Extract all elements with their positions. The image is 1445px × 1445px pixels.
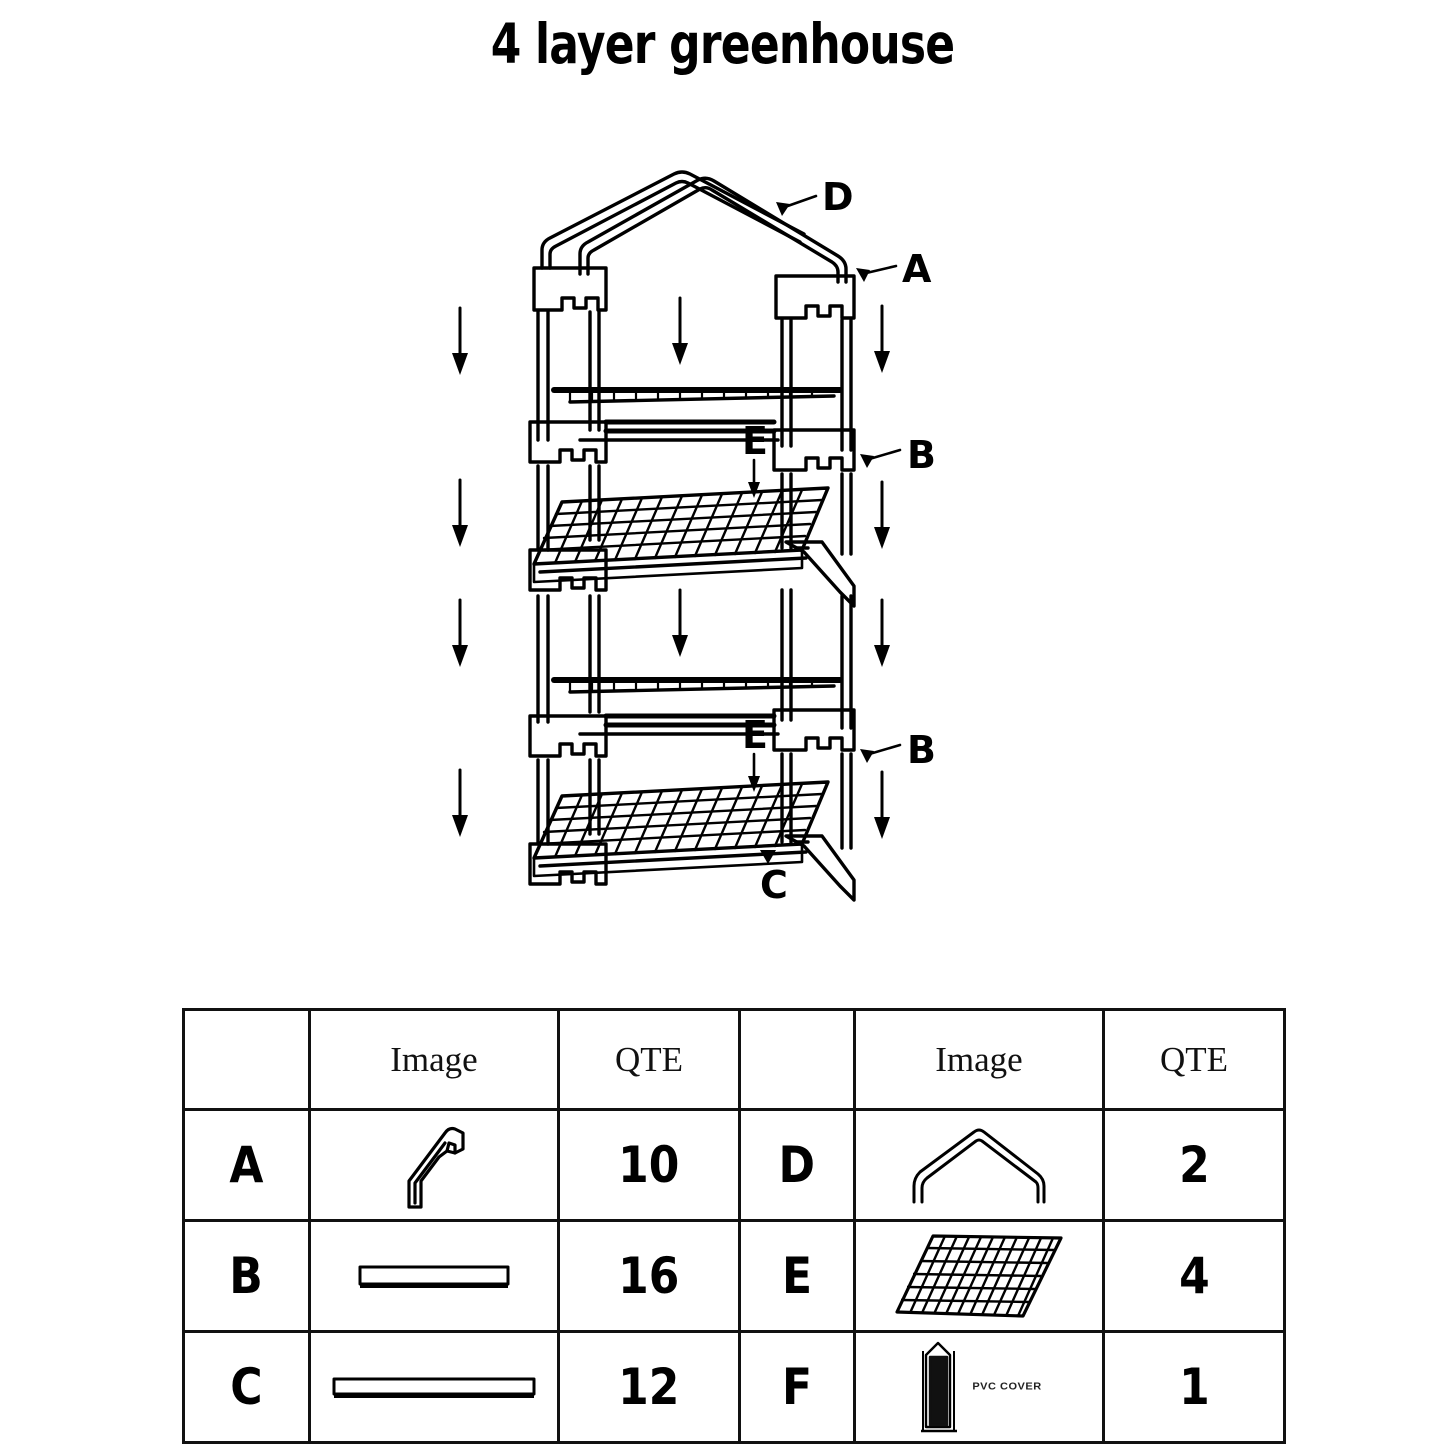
leader-b-lower xyxy=(860,743,902,763)
tier3-bottom-frame xyxy=(528,708,856,758)
callout-label-e-upper: E xyxy=(742,419,768,463)
corner-connector-top-left xyxy=(532,266,608,312)
part-key-e: E xyxy=(738,1219,856,1333)
part-key-c: C xyxy=(182,1330,311,1444)
tier3-posts xyxy=(536,588,853,730)
callout-label-d: D xyxy=(822,175,854,219)
arrow-left-2 xyxy=(452,478,468,547)
base-rail-group xyxy=(528,834,856,902)
arrow-left-1 xyxy=(452,306,468,375)
leader-a xyxy=(856,264,898,282)
table-row: C 12 F xyxy=(182,1330,1286,1444)
callout-label-e-lower: E xyxy=(742,713,768,757)
roof-bar-group xyxy=(540,170,848,284)
tier2-bottom-frame xyxy=(528,540,856,608)
leader-d xyxy=(776,194,818,216)
arrow-right-2 xyxy=(874,480,890,549)
mesh-shelf-upper xyxy=(532,486,830,566)
callout-label-b-lower: B xyxy=(907,728,936,772)
part-image-e xyxy=(853,1219,1105,1333)
arrow-callout-e-lower xyxy=(748,752,760,792)
part-image-a xyxy=(308,1108,560,1222)
part-qte-e: 4 xyxy=(1102,1219,1286,1333)
tier3-shelf-rail xyxy=(551,677,843,694)
short-bar-icon xyxy=(311,1222,557,1330)
part-image-c xyxy=(308,1330,560,1444)
header-cell-image-right: Image xyxy=(853,1008,1105,1111)
tier1-shelf-rail xyxy=(551,387,843,404)
part-qte-d: 2 xyxy=(1102,1108,1286,1222)
part-image-d xyxy=(853,1108,1105,1222)
arrow-callout-e-upper xyxy=(748,458,760,498)
mesh-shelf-icon xyxy=(856,1222,1102,1330)
part-qte-c: 12 xyxy=(557,1330,741,1444)
part-key-f: F xyxy=(738,1330,856,1444)
arrow-center-1 xyxy=(672,296,688,365)
arrow-right-4 xyxy=(874,770,890,839)
page-title: 4 layer greenhouse xyxy=(490,12,955,76)
header-cell-image-left: Image xyxy=(308,1008,560,1111)
long-bar-icon xyxy=(311,1333,557,1441)
part-qte-a: 10 xyxy=(557,1108,741,1222)
pvc-cover-label: PVC COVER xyxy=(972,1381,1042,1393)
pvc-cover-roll-icon: PVC COVER xyxy=(856,1333,1102,1441)
peaked-roof-bar-icon xyxy=(856,1111,1102,1219)
part-key-a: A xyxy=(182,1108,311,1222)
part-key-d: D xyxy=(738,1108,856,1222)
header-cell-blank-left xyxy=(182,1008,311,1111)
leader-b-upper xyxy=(860,448,902,468)
part-image-b xyxy=(308,1219,560,1333)
table-row: A 10 D xyxy=(182,1108,1286,1222)
part-image-f: PVC COVER xyxy=(853,1330,1105,1444)
arrow-right-1 xyxy=(874,304,890,373)
assembly-diagram: D A E B E B C xyxy=(430,150,990,910)
parts-list-table: Image QTE Image QTE A xyxy=(182,1008,1286,1444)
header-cell-qte-right: QTE xyxy=(1102,1008,1286,1111)
tier1-bottom-frame xyxy=(528,419,856,472)
header-cell-qte-left: QTE xyxy=(557,1008,741,1111)
table-header-row: Image QTE Image QTE xyxy=(182,1008,1286,1111)
callout-label-b-upper: B xyxy=(907,433,936,477)
arrow-left-4 xyxy=(452,768,468,837)
arrow-center-2 xyxy=(672,588,688,657)
part-qte-b: 16 xyxy=(557,1219,741,1333)
callout-label-c: C xyxy=(760,863,788,907)
callout-label-a: A xyxy=(902,247,932,291)
table-row: B 16 E xyxy=(182,1219,1286,1333)
header-cell-blank-right xyxy=(738,1008,856,1111)
assembly-diagram-svg xyxy=(452,170,902,902)
assembly-arrows xyxy=(452,194,902,864)
mesh-shelf-lower xyxy=(532,780,830,860)
part-qte-f: 1 xyxy=(1102,1330,1286,1444)
arrow-right-3 xyxy=(874,598,890,667)
marker-callout-c xyxy=(760,850,776,864)
arrow-left-3 xyxy=(452,598,468,667)
part-key-b: B xyxy=(182,1219,311,1333)
corner-bracket-icon xyxy=(311,1111,557,1219)
corner-connector-top-right xyxy=(774,274,856,320)
